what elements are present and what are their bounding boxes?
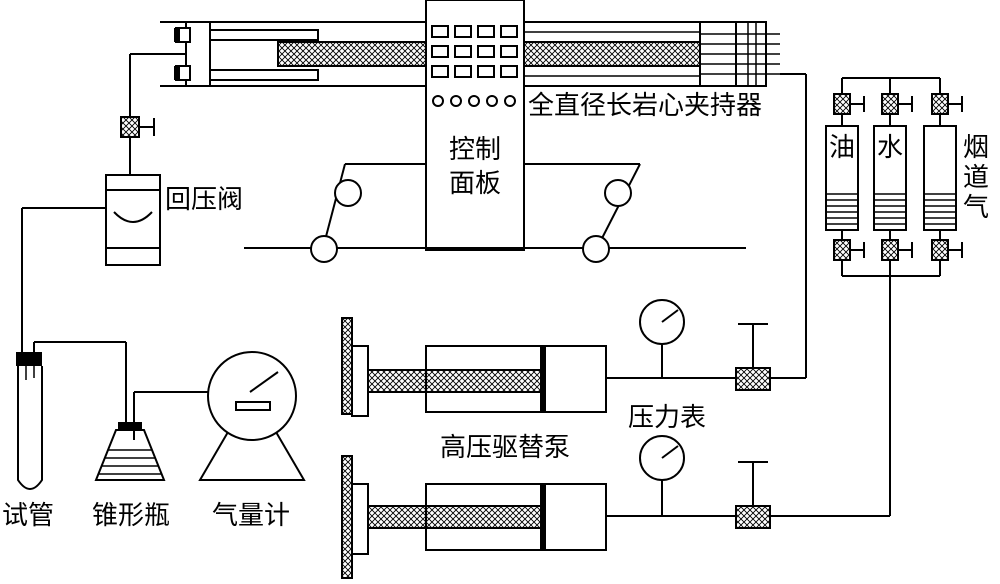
panel-label-line2: 面板 <box>449 169 501 199</box>
panel-knobs <box>432 95 516 107</box>
outlet-valve <box>120 116 140 138</box>
flue-gas-cylinder <box>923 125 957 231</box>
panel-label-line1: 控制 <box>449 135 501 165</box>
holder-label: 全直径长岩心夹持器 <box>528 91 762 121</box>
left-end-cap <box>160 21 211 87</box>
water-label: 水 <box>877 133 903 163</box>
pressure-gauge-label: 压力表 <box>628 403 706 433</box>
back-pressure-valve-label: 回压阀 <box>165 185 243 215</box>
pump-valve-lower <box>735 505 771 529</box>
back-pressure-valve <box>22 174 161 266</box>
pump-valve-upper <box>735 367 771 391</box>
water-cylinder <box>873 125 907 231</box>
wheel-right-bottom <box>582 235 610 263</box>
test-tube-label: 试管 <box>2 501 54 531</box>
conical-flask <box>94 391 250 481</box>
fluid-containers <box>780 73 963 516</box>
flask-label: 锥形瓶 <box>92 501 170 531</box>
pump-upper <box>341 299 806 417</box>
pump-lower <box>341 435 890 579</box>
flue-gas-label-3: 气 <box>963 193 989 223</box>
gas-meter-label: 气量计 <box>212 501 290 531</box>
test-tube <box>16 208 127 490</box>
control-panel: 控制 面板 <box>425 0 525 251</box>
oil-label: 油 <box>829 133 855 163</box>
flue-gas-label-2: 道 <box>963 163 989 193</box>
tilt-stand <box>244 163 746 263</box>
gas-meter <box>198 351 306 481</box>
outlet-line <box>120 53 160 175</box>
right-end-cap <box>699 21 780 87</box>
wheel-right-top <box>604 179 632 207</box>
core-holder <box>160 21 780 87</box>
flue-gas-label-1: 烟 <box>963 133 989 163</box>
panel-buttons <box>431 25 518 78</box>
wheel-left-top <box>334 179 362 207</box>
wheel-left-bottom <box>310 235 338 263</box>
oil-cylinder <box>825 125 859 231</box>
pump-label: 高压驱替泵 <box>440 433 570 463</box>
